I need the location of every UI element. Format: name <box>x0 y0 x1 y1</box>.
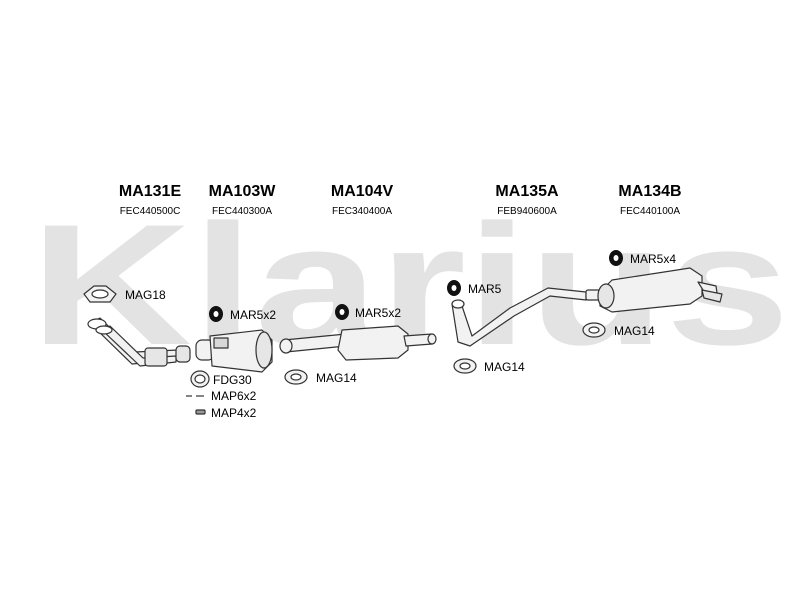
label-fdg30: FDG30 <box>213 373 252 387</box>
label-map6x2: MAP6x2 <box>211 389 257 403</box>
part-code-5: MA134B <box>618 183 682 200</box>
label-mag14-c: MAG14 <box>614 324 655 338</box>
mag14-gasket-icon-b <box>453 358 477 374</box>
map4x2-bolt-icon <box>195 409 206 415</box>
ref-code-2: FEC440300A <box>211 206 273 217</box>
label-mag14-a: MAG14 <box>316 371 357 385</box>
part-code-1: MA131E <box>118 183 182 200</box>
label-mag18: MAG18 <box>125 288 166 302</box>
label-mar5: MAR5 <box>468 282 502 296</box>
rear-silencer-part <box>597 267 723 313</box>
ref-code-4: FEB940600A <box>497 206 557 217</box>
fdg30-ring-icon <box>190 370 210 388</box>
mar5x4-rubber-icon <box>609 250 623 266</box>
mar5-rubber-icon <box>447 280 461 296</box>
label-mag14-b: MAG14 <box>484 360 525 374</box>
intermediate-pipe-part <box>279 325 437 361</box>
part-code-3: MA104V <box>330 183 394 200</box>
front-pipe-part <box>87 317 191 367</box>
mag14-gasket-icon-c <box>582 322 606 338</box>
mag14-gasket-icon-a <box>284 369 308 385</box>
catalyst-part <box>195 329 273 373</box>
ref-code-5: FEC440100A <box>619 206 681 217</box>
mar5x2-rubber-icon-a <box>209 306 223 322</box>
part-code-4: MA135A <box>495 183 559 200</box>
ref-code-3: FEC340400A <box>331 206 393 217</box>
mag18-gasket-icon <box>83 285 117 303</box>
label-mar5x2-b: MAR5x2 <box>355 306 402 320</box>
part-code-2: MA103W <box>208 183 276 200</box>
label-mar5x2-a: MAR5x2 <box>230 308 277 322</box>
mar5x2-rubber-icon-b <box>335 304 349 320</box>
label-mar5x4: MAR5x4 <box>630 252 677 266</box>
ref-code-1: FEC440500C <box>119 206 181 217</box>
label-map4x2: MAP4x2 <box>211 406 257 420</box>
rear-pipe-part <box>451 287 601 347</box>
